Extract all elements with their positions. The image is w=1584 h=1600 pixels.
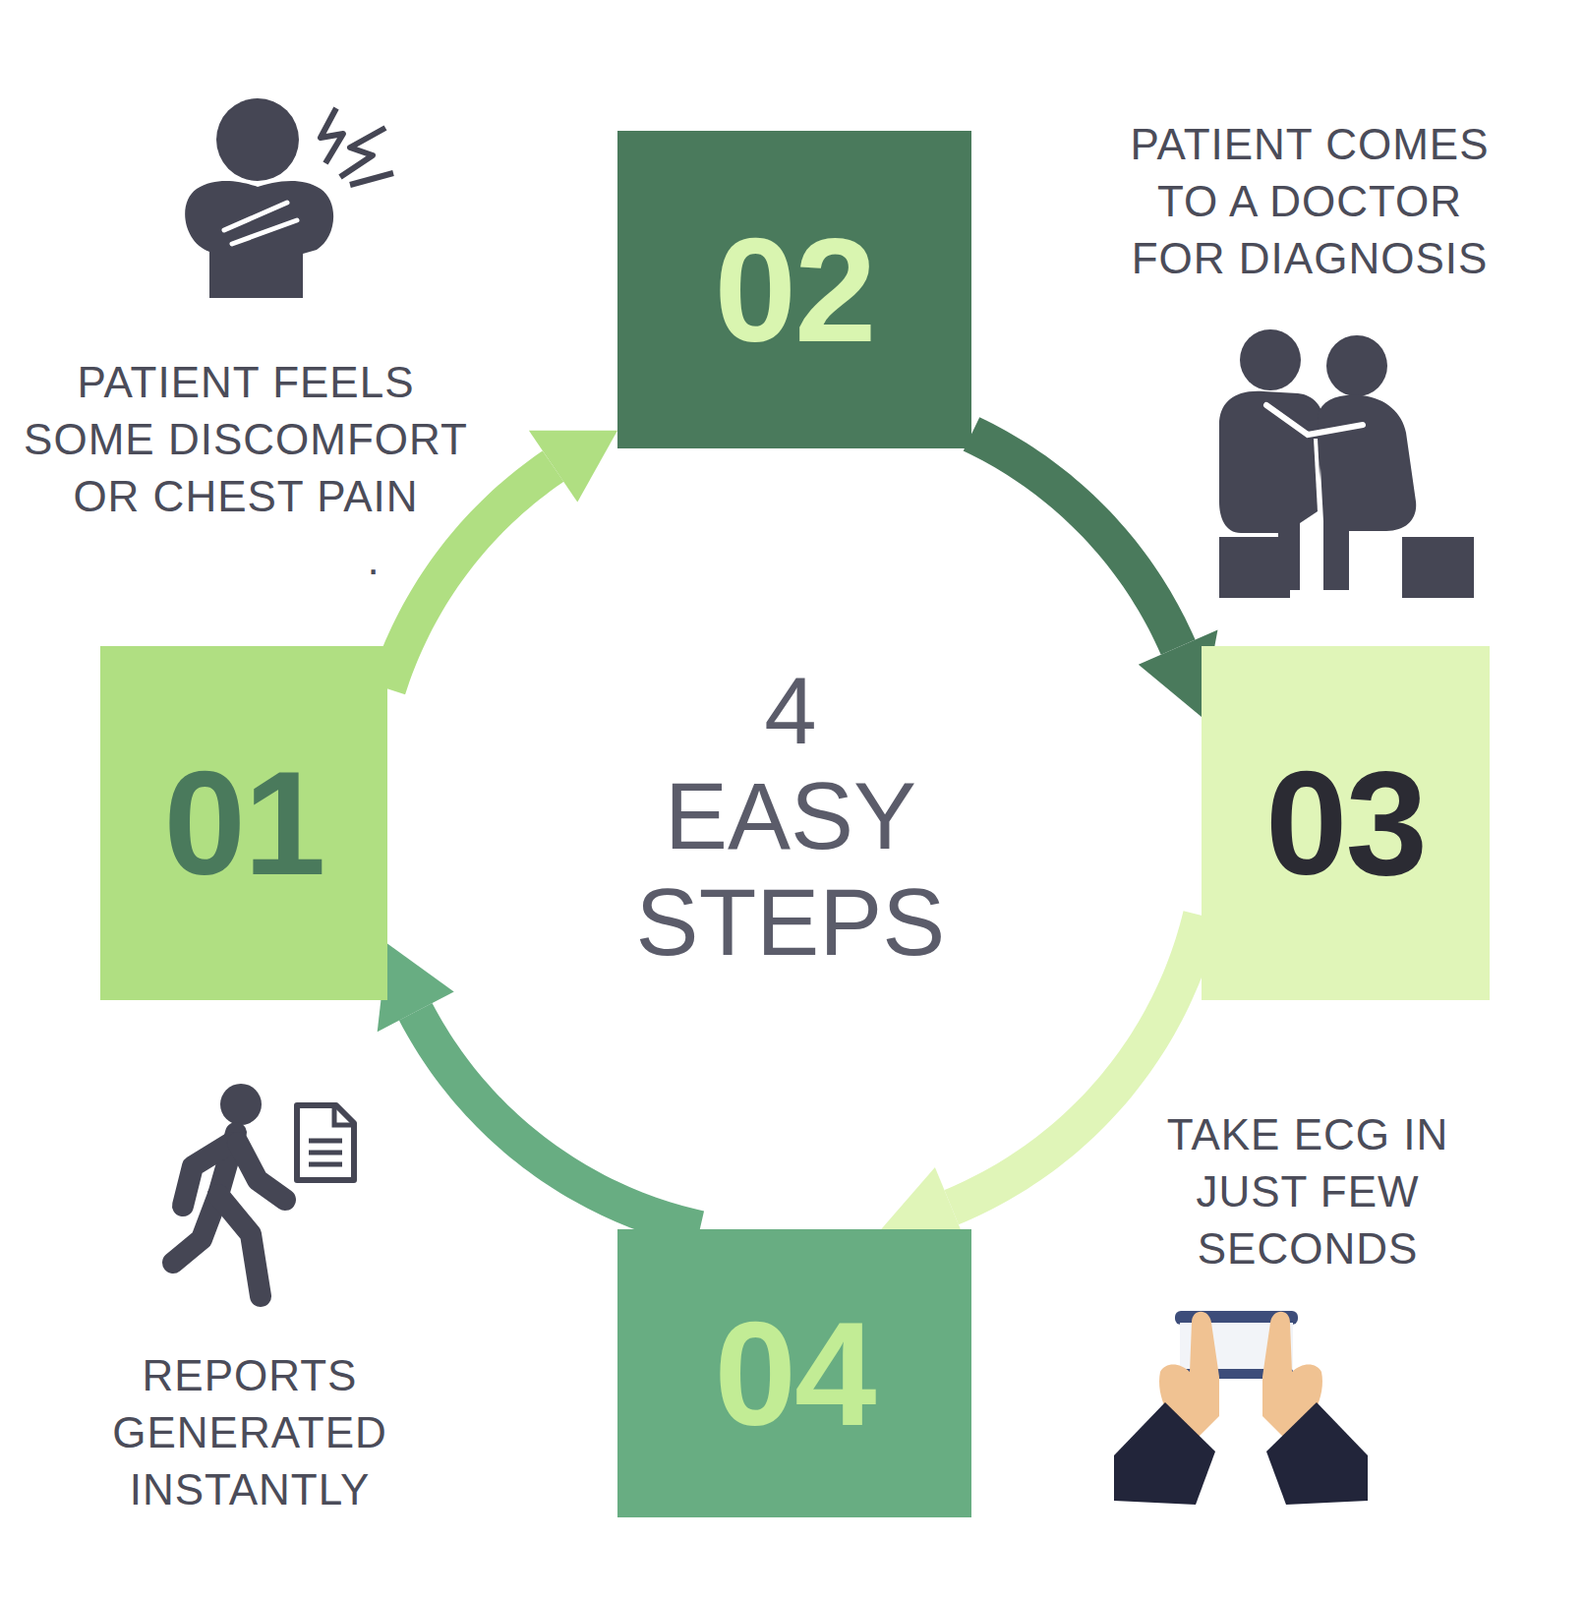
- step-caption: TAKE ECG IN JUST FEW SECONDS: [1145, 1106, 1470, 1278]
- step-number: 04: [714, 1299, 876, 1448]
- step-box: 03: [1201, 645, 1490, 1000]
- report-icon: [173, 1083, 354, 1296]
- center-title: 4 EASY STEPS: [636, 657, 946, 976]
- consultation-icon: [1219, 329, 1474, 598]
- cycle-arrow: [971, 433, 1218, 717]
- arrow-body: [951, 915, 1202, 1208]
- cycle-arrow: [387, 430, 618, 690]
- step-number: 01: [164, 749, 325, 897]
- chest-pain-icon: [184, 98, 394, 298]
- step-caption: REPORTS GENERATED INSTANTLY: [102, 1347, 398, 1519]
- arrow-head: [528, 430, 618, 503]
- step-box: 02: [617, 130, 972, 449]
- step-box: 04: [617, 1229, 972, 1518]
- step-caption: PATIENT FEELS SOME DISCOMFORT OR CHEST P…: [14, 353, 477, 526]
- step-number: 03: [1265, 749, 1426, 897]
- step-box: 01: [100, 645, 388, 1000]
- step-caption: PATIENT COMES TO A DOCTOR FOR DIAGNOSIS: [1113, 116, 1507, 288]
- step-number: 02: [714, 216, 876, 364]
- arrow-body: [415, 1011, 701, 1230]
- arrow-body: [971, 433, 1178, 647]
- stray-dot: .: [366, 530, 380, 588]
- cycle-arrow: [377, 943, 701, 1230]
- ecg-device-icon: [1114, 1310, 1368, 1505]
- arrow-head: [377, 943, 455, 1033]
